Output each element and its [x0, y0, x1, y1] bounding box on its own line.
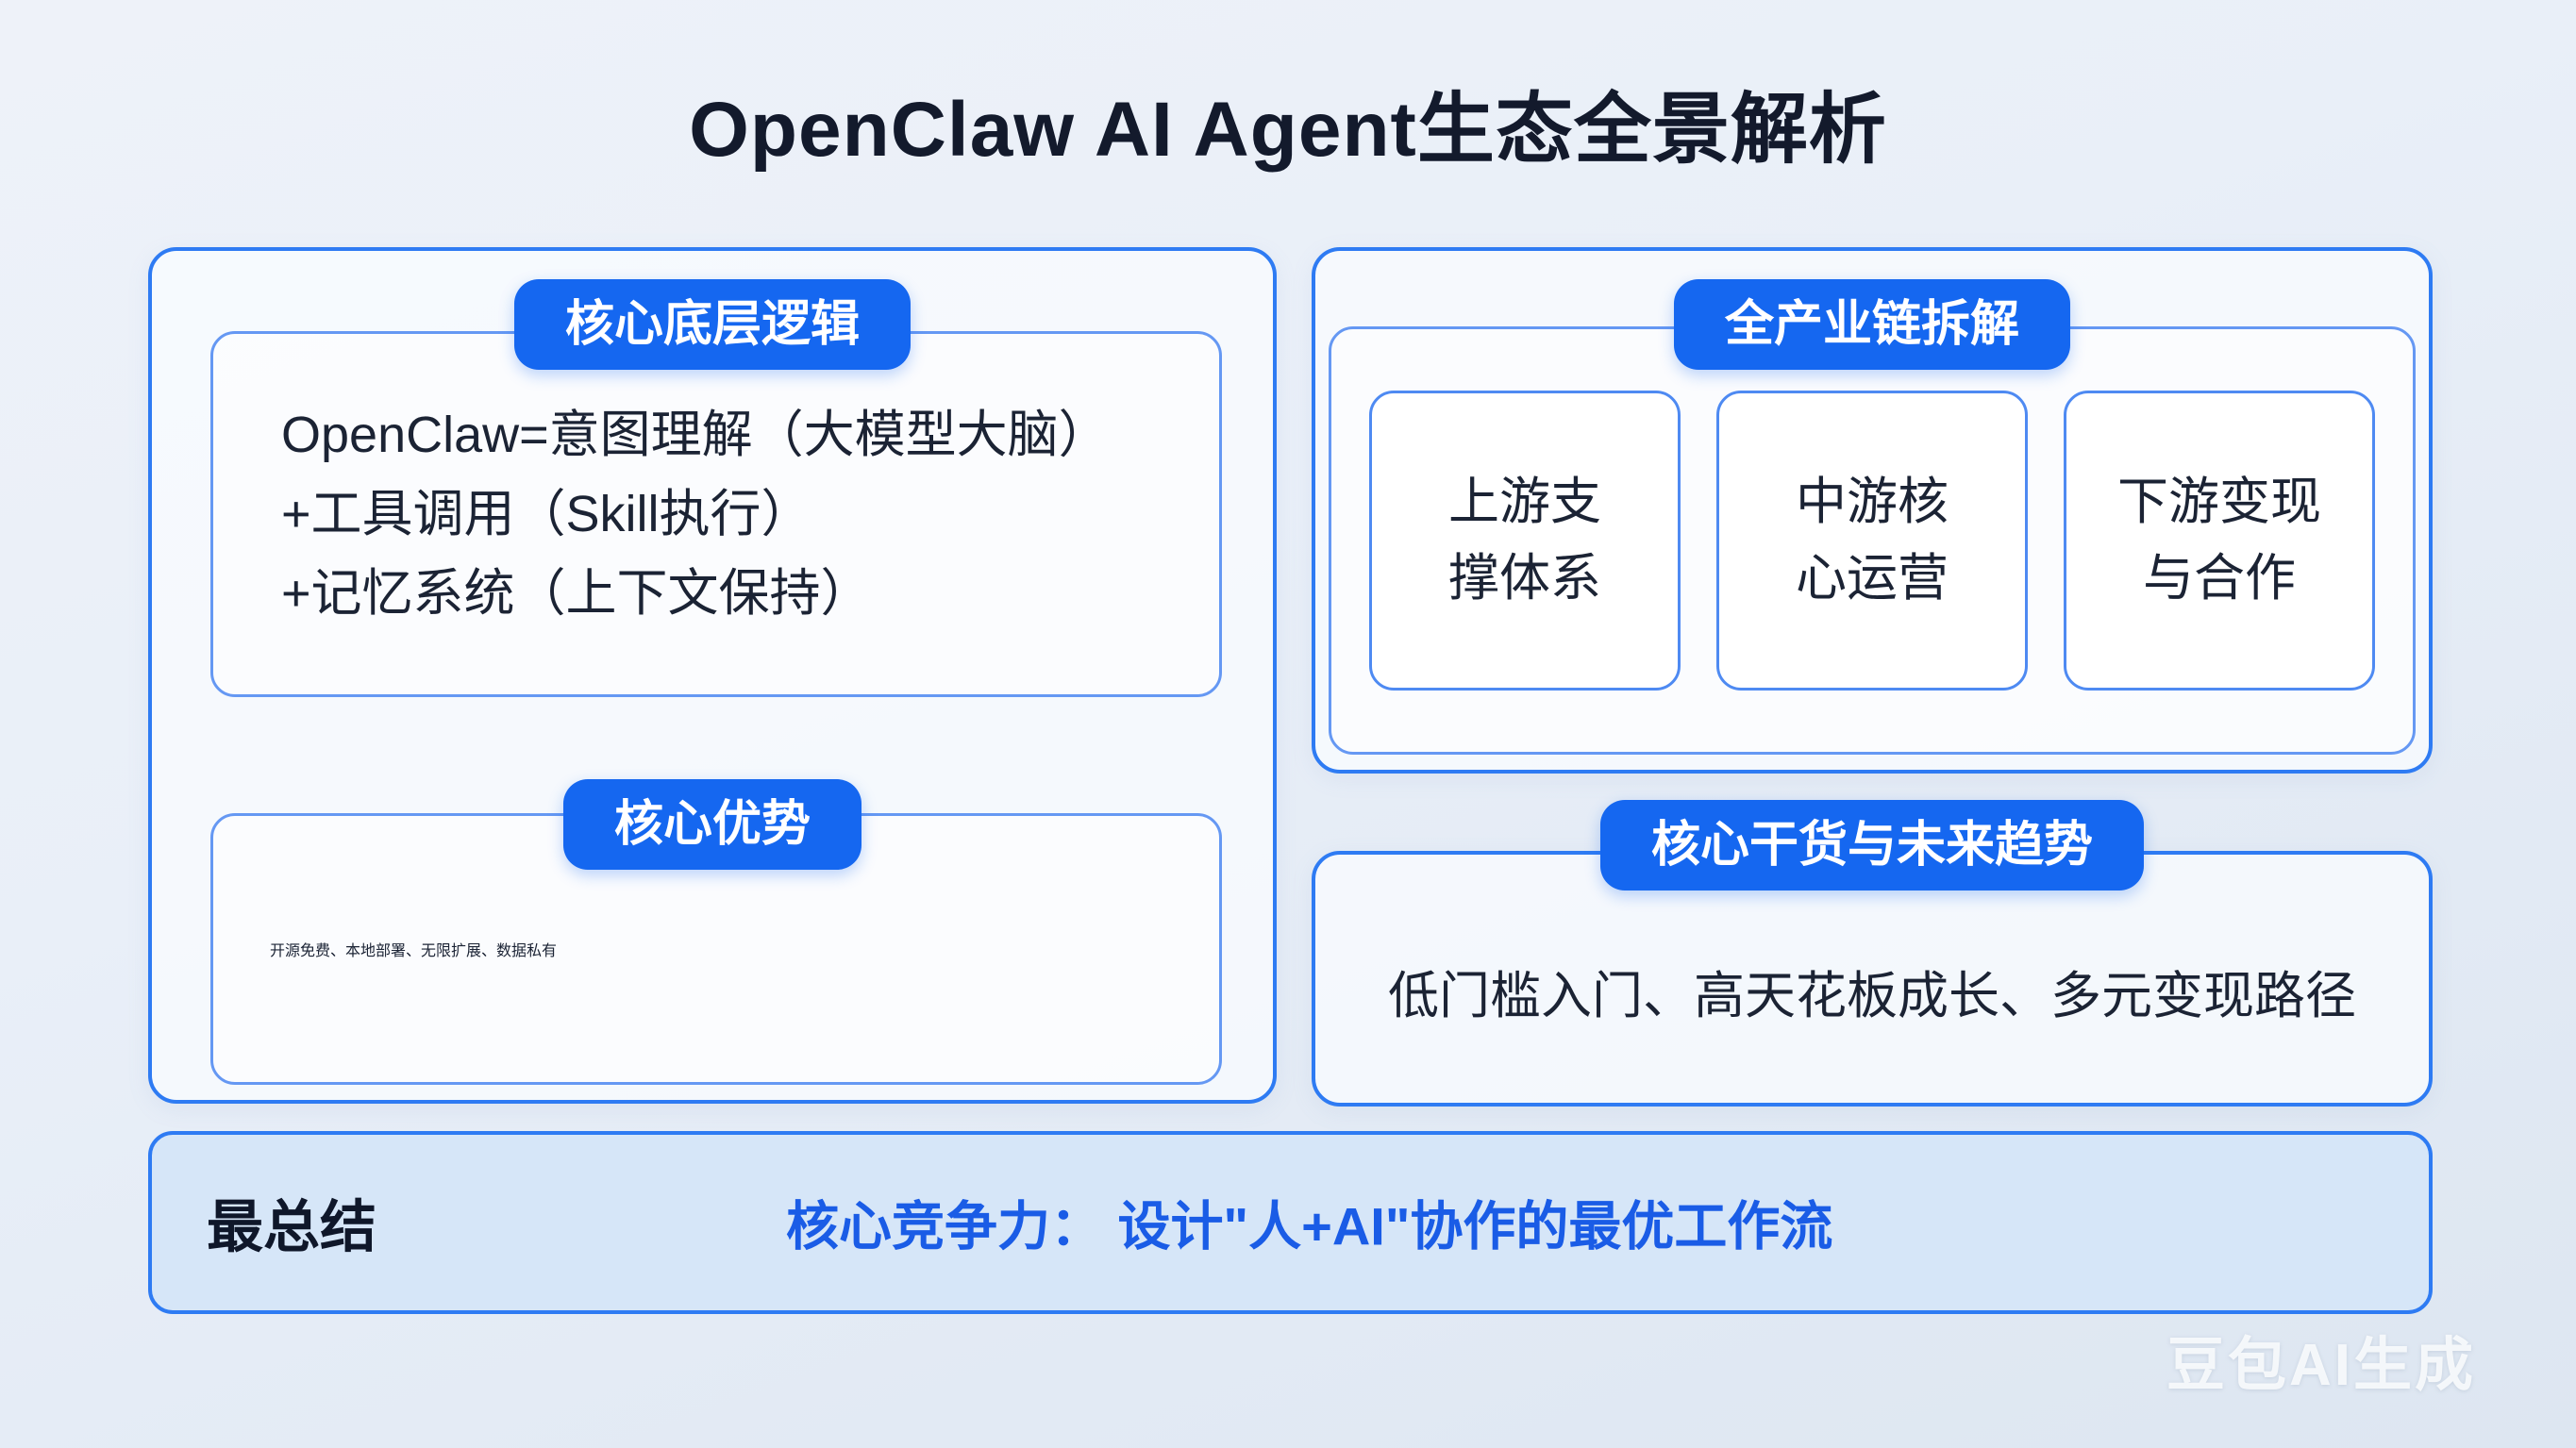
box-industry-chain: 上游支 撑体系 中游核 心运营 下游变现 与合作 [1329, 326, 2416, 755]
badge-core-logic: 核心底层逻辑 [513, 279, 912, 371]
core-logic-line-1: OpenClaw=意图理解（大模型大脑） [281, 406, 1110, 463]
core-advantage-text: 开源免费、本地部署、无限扩展、数据私有 [270, 943, 558, 959]
trends-text: 低门槛入门、高天花板成长、多元变现路径 [1388, 968, 2356, 1024]
card-downstream: 下游变现 与合作 [2064, 391, 2375, 691]
page-title: OpenClaw AI Agent生态全景解析 [689, 87, 1887, 173]
card-upstream-line-2: 撑体系 [1448, 550, 1601, 607]
panel-core-logic-and-advantage: 核心底层逻辑 OpenClaw=意图理解（大模型大脑） +工具调用（Skill执… [148, 247, 1277, 1104]
core-logic-line-2: +工具调用（Skill执行） [281, 485, 812, 542]
box-core-logic: OpenClaw=意图理解（大模型大脑） +工具调用（Skill执行） +记忆系… [210, 331, 1222, 697]
card-midstream-line-2: 心运营 [1796, 550, 1949, 607]
panel-industry-chain: 全产业链拆解 上游支 撑体系 中游核 心运营 下游变现 与合作 [1312, 247, 2433, 774]
card-midstream: 中游核 心运营 [1716, 391, 2028, 691]
badge-core-advantage: 核心优势 [562, 779, 862, 871]
card-downstream-line-1: 下游变现 [2117, 474, 2321, 530]
summary-bar: 最总结 核心竞争力： 设计"人+AI"协作的最优工作流 [148, 1131, 2433, 1314]
core-logic-text: OpenClaw=意图理解（大模型大脑） +工具调用（Skill执行） +记忆系… [281, 395, 1110, 634]
panel-trends: 核心干货与未来趋势 低门槛入门、高天花板成长、多元变现路径 [1312, 800, 2433, 1107]
summary-label: 最总结 [207, 1195, 376, 1259]
card-midstream-line-1: 中游核 [1796, 474, 1949, 530]
badge-industry-chain: 全产业链拆解 [1673, 279, 2071, 371]
card-upstream-line-1: 上游支 [1448, 474, 1601, 530]
card-downstream-line-2: 与合作 [2143, 550, 2296, 607]
card-upstream: 上游支 撑体系 [1369, 391, 1681, 691]
badge-trends: 核心干货与未来趋势 [1599, 800, 2145, 891]
watermark: 豆包AI生成 [2166, 1333, 2476, 1398]
summary-highlight-text: 核心竞争力： 设计"人+AI"协作的最优工作流 [786, 1196, 1833, 1257]
core-logic-line-3: +记忆系统（上下文保持） [281, 565, 872, 623]
